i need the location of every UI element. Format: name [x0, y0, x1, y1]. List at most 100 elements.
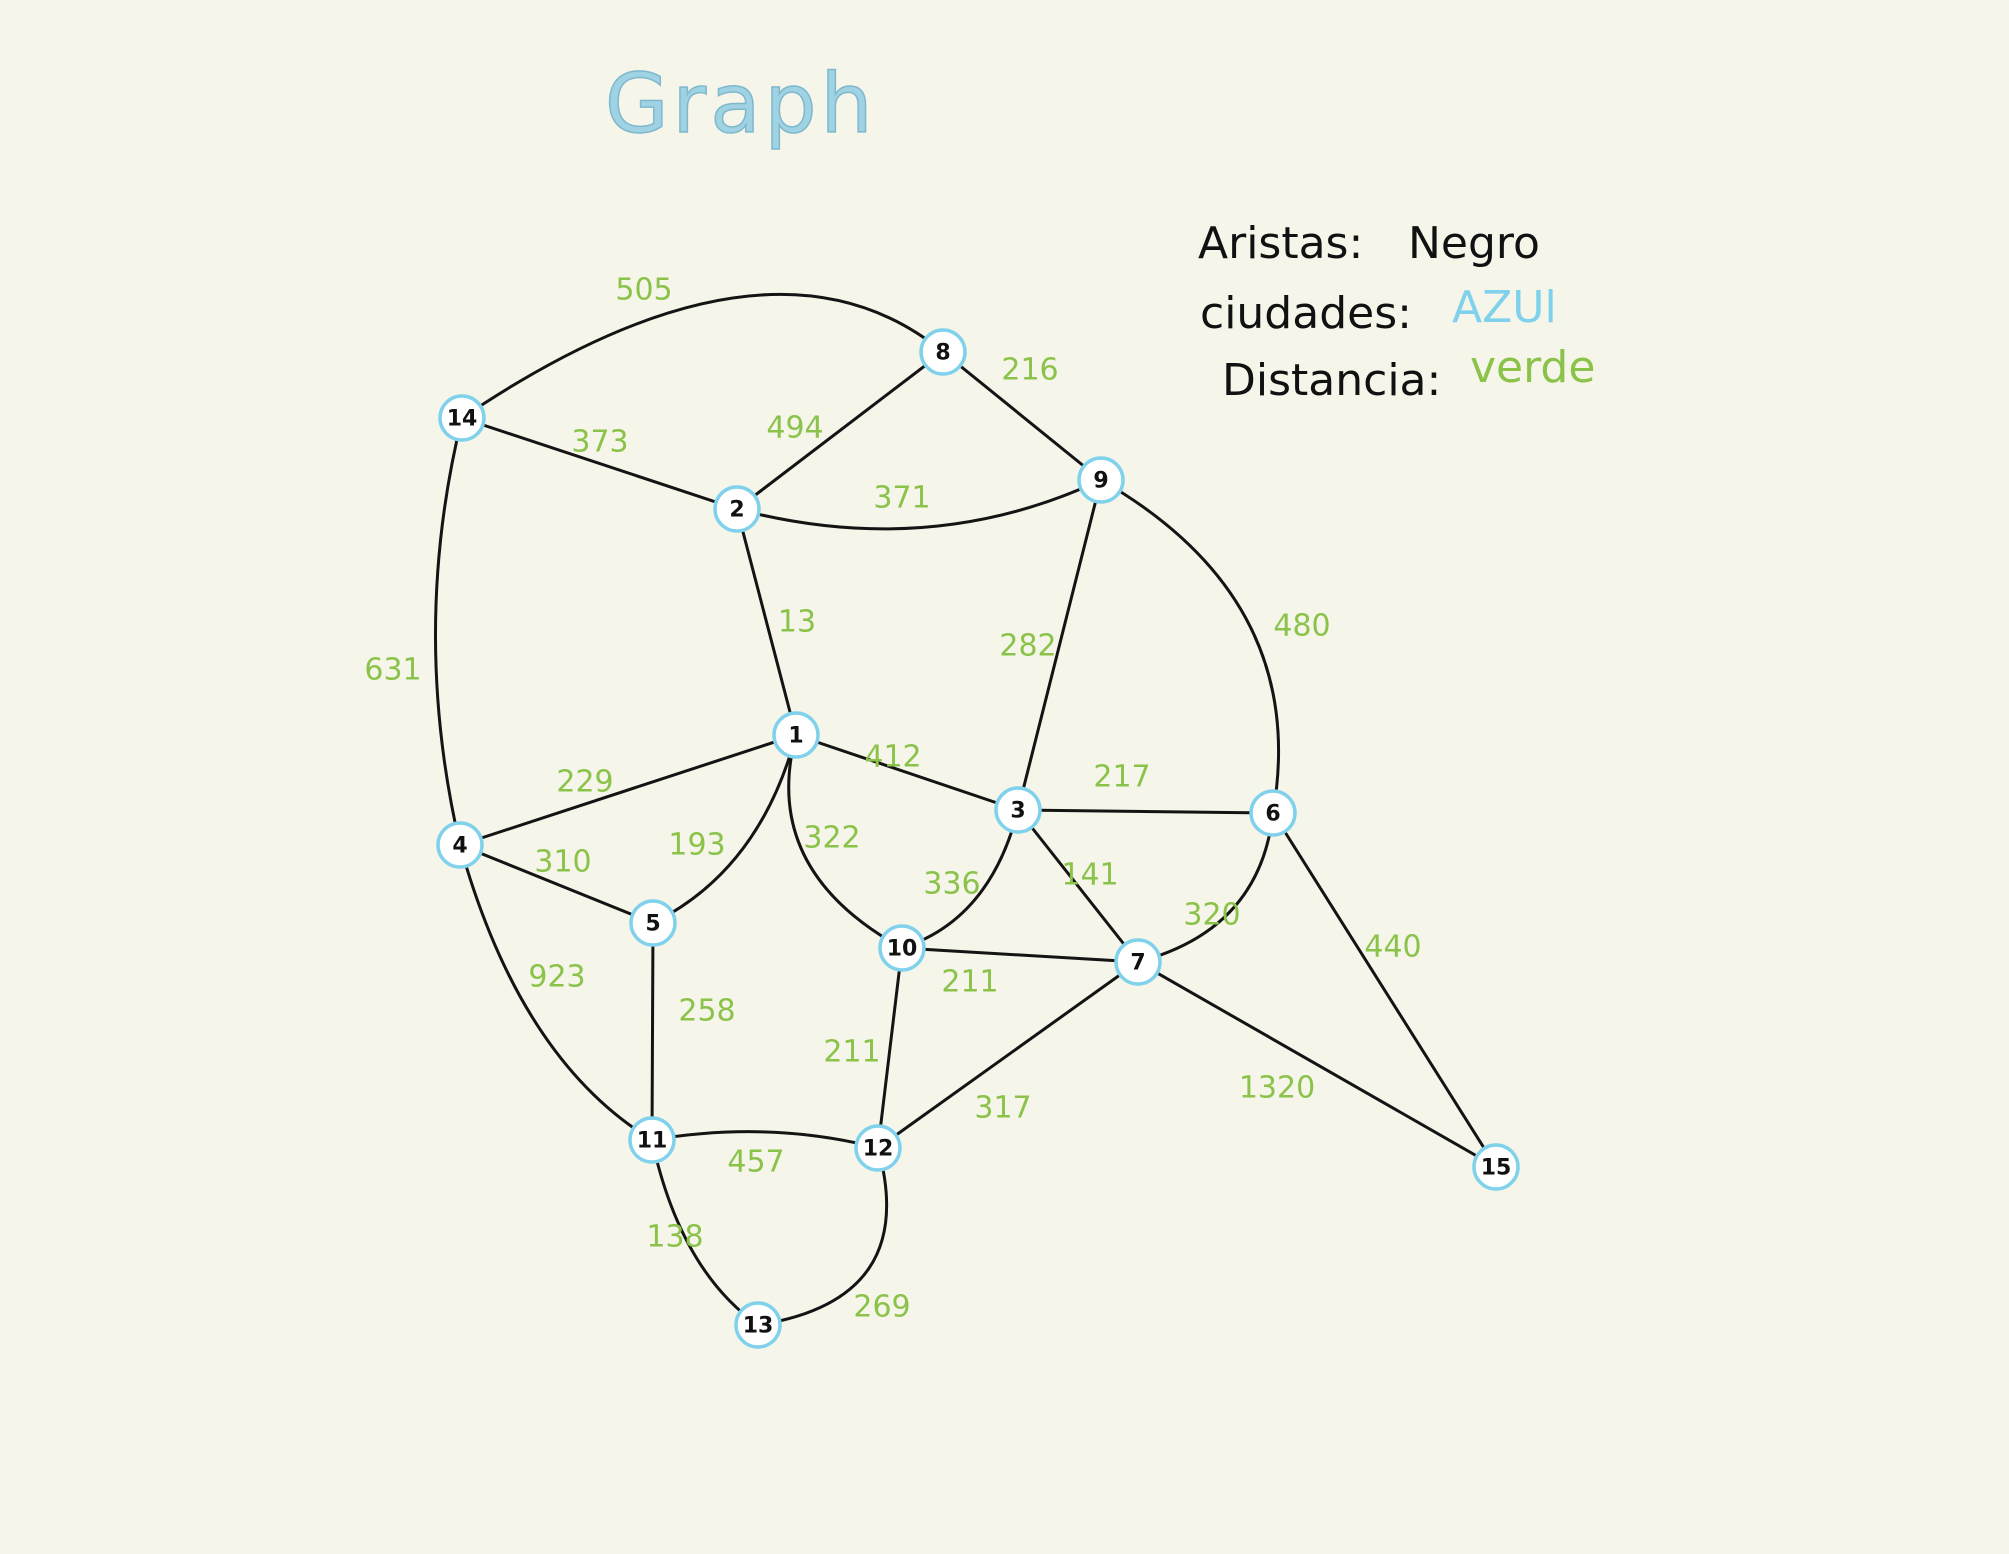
- city-node-14: 14: [438, 394, 486, 442]
- edge-10-12: [876, 946, 904, 1150]
- edge-6-7: [1136, 811, 1275, 964]
- legend-distance-key: Distancia:: [1222, 355, 1441, 406]
- distance-label-4-5: 310: [534, 845, 591, 880]
- edge-5-11: [650, 921, 655, 1142]
- distance-label-9-3: 282: [999, 629, 1056, 664]
- edge-14-4: [434, 416, 464, 847]
- city-label-5: 5: [645, 912, 660, 937]
- city-circle-6: [1249, 789, 1297, 837]
- edge-2-1: [735, 507, 798, 737]
- city-circle-5: [629, 899, 677, 947]
- city-node-11: 11: [628, 1116, 676, 1164]
- city-label-4: 4: [452, 834, 467, 859]
- city-node-9: 9: [1077, 456, 1125, 504]
- city-label-9: 9: [1093, 469, 1108, 494]
- city-label-8: 8: [935, 341, 950, 366]
- distance-label-3-6: 217: [1093, 760, 1150, 795]
- edge-9-3: [1016, 478, 1103, 812]
- distance-label-8-2: 494: [766, 411, 823, 446]
- city-label-7: 7: [1130, 951, 1145, 976]
- distance-label-10-7: 211: [941, 965, 998, 1000]
- city-circle-15: [1472, 1143, 1520, 1191]
- edge-2-9: [735, 478, 1103, 531]
- city-circle-7: [1114, 938, 1162, 986]
- legend-edges-value: Negro: [1408, 218, 1540, 269]
- edge-1-5: [651, 733, 798, 925]
- city-label-11: 11: [637, 1129, 668, 1154]
- edge-6-15: [1271, 811, 1498, 1169]
- distance-label-1-4: 229: [556, 765, 613, 800]
- city-label-6: 6: [1265, 802, 1280, 827]
- edge-11-12: [650, 1130, 880, 1150]
- city-circle-1: [772, 711, 820, 759]
- distance-label-14-4: 631: [364, 653, 421, 688]
- city-label-10: 10: [887, 937, 918, 962]
- edge-8-9: [941, 350, 1103, 482]
- distance-label-2-1: 13: [778, 605, 816, 640]
- distance-label-1-5: 193: [668, 828, 725, 863]
- city-label-1: 1: [788, 724, 803, 749]
- city-node-10: 10: [878, 924, 926, 972]
- distance-label-1-10: 322: [803, 821, 860, 856]
- city-circle-9: [1077, 456, 1125, 504]
- distance-label-2-9: 371: [873, 481, 930, 516]
- distance-label-6-15: 440: [1364, 930, 1421, 965]
- city-circle-3: [994, 786, 1042, 834]
- city-circle-8: [919, 328, 967, 376]
- edge-9-6: [1099, 478, 1281, 815]
- city-label-13: 13: [743, 1314, 774, 1339]
- city-node-3: 3: [994, 786, 1042, 834]
- distance-label-7-15: 1320: [1239, 1071, 1315, 1106]
- city-label-14: 14: [447, 407, 478, 432]
- edge-12-13: [756, 1146, 888, 1327]
- distance-label-10-12: 211: [823, 1035, 880, 1070]
- edge-14-2: [460, 416, 739, 511]
- city-circle-2: [713, 485, 761, 533]
- distance-label-14-8: 505: [615, 273, 672, 308]
- city-circle-12: [854, 1124, 902, 1172]
- distance-label-5-11: 258: [678, 994, 735, 1029]
- edge-3-6: [1016, 808, 1275, 815]
- distance-label-8-9: 216: [1001, 353, 1058, 388]
- city-node-6: 6: [1249, 789, 1297, 837]
- city-label-12: 12: [863, 1137, 894, 1162]
- edge-10-7: [900, 946, 1140, 964]
- distance-label-14-2: 373: [571, 425, 628, 460]
- legend-cities-key: ciudades:: [1200, 288, 1412, 339]
- legend-distance-value: verde: [1470, 342, 1595, 393]
- edge-1-4: [458, 733, 798, 847]
- edge-7-15: [1136, 960, 1498, 1169]
- city-circle-14: [438, 394, 486, 442]
- city-label-2: 2: [729, 498, 744, 523]
- legend-edges-key: Aristas:: [1198, 218, 1363, 269]
- city-node-15: 15: [1472, 1143, 1520, 1191]
- city-node-4: 4: [436, 821, 484, 869]
- edge-1-10: [787, 733, 904, 950]
- city-node-8: 8: [919, 328, 967, 376]
- city-label-15: 15: [1481, 1156, 1512, 1181]
- city-node-2: 2: [713, 485, 761, 533]
- city-label-3: 3: [1010, 799, 1025, 824]
- distance-label-11-13: 138: [646, 1220, 703, 1255]
- legend: Aristas: Negro ciudades: AZUl Distancia:…: [1198, 218, 1595, 406]
- city-node-12: 12: [854, 1124, 902, 1172]
- distance-label-3-10: 336: [923, 867, 980, 902]
- distance-label-7-12: 317: [974, 1091, 1031, 1126]
- distance-label-12-13: 269: [853, 1290, 910, 1325]
- edge-3-7: [1016, 808, 1140, 964]
- edge-1-3: [794, 733, 1020, 812]
- legend-cities-value: AZUl: [1452, 282, 1557, 333]
- city-circle-11: [628, 1116, 676, 1164]
- city-circle-4: [436, 821, 484, 869]
- distance-label-1-3: 412: [864, 740, 921, 775]
- city-circle-13: [734, 1301, 782, 1349]
- distance-label-3-7: 141: [1061, 858, 1118, 893]
- edge-4-11: [458, 843, 654, 1142]
- edge-7-12: [876, 960, 1140, 1150]
- city-circle-10: [878, 924, 926, 972]
- edge-8-2: [735, 350, 945, 511]
- graph-title: Graph: [605, 57, 877, 152]
